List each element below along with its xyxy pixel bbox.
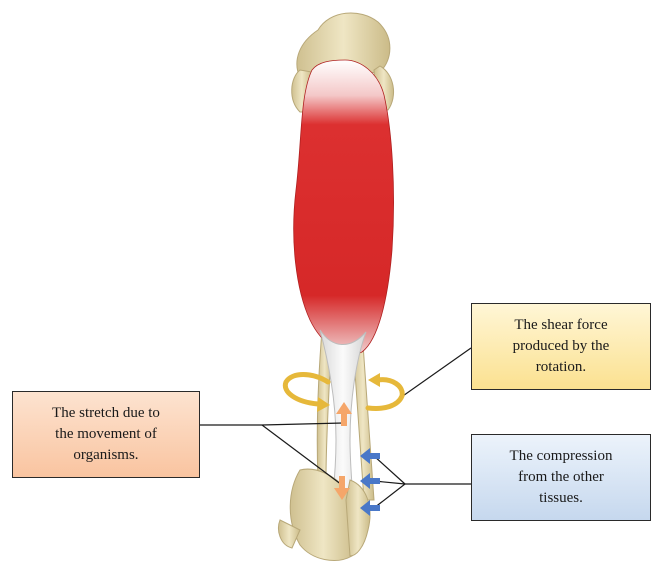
compression-leader-line-3: [374, 484, 405, 508]
calf-muscle: [294, 60, 394, 354]
stretch-leader-line-up: [262, 423, 343, 425]
shear-label: The shear force produced by the rotation…: [513, 315, 610, 378]
compression-label-box: The compression from the other tissues.: [471, 434, 651, 521]
compression-label: The compression from the other tissues.: [510, 446, 613, 509]
heel-bone: [279, 469, 370, 560]
stretch-label-box: The stretch due to the movement of organ…: [12, 391, 200, 478]
shear-leader-line: [400, 348, 471, 398]
shear-label-box: The shear force produced by the rotation…: [471, 303, 651, 390]
rotation-arrow-right: [368, 373, 402, 409]
stretch-label: The stretch due to the movement of organ…: [52, 403, 160, 466]
